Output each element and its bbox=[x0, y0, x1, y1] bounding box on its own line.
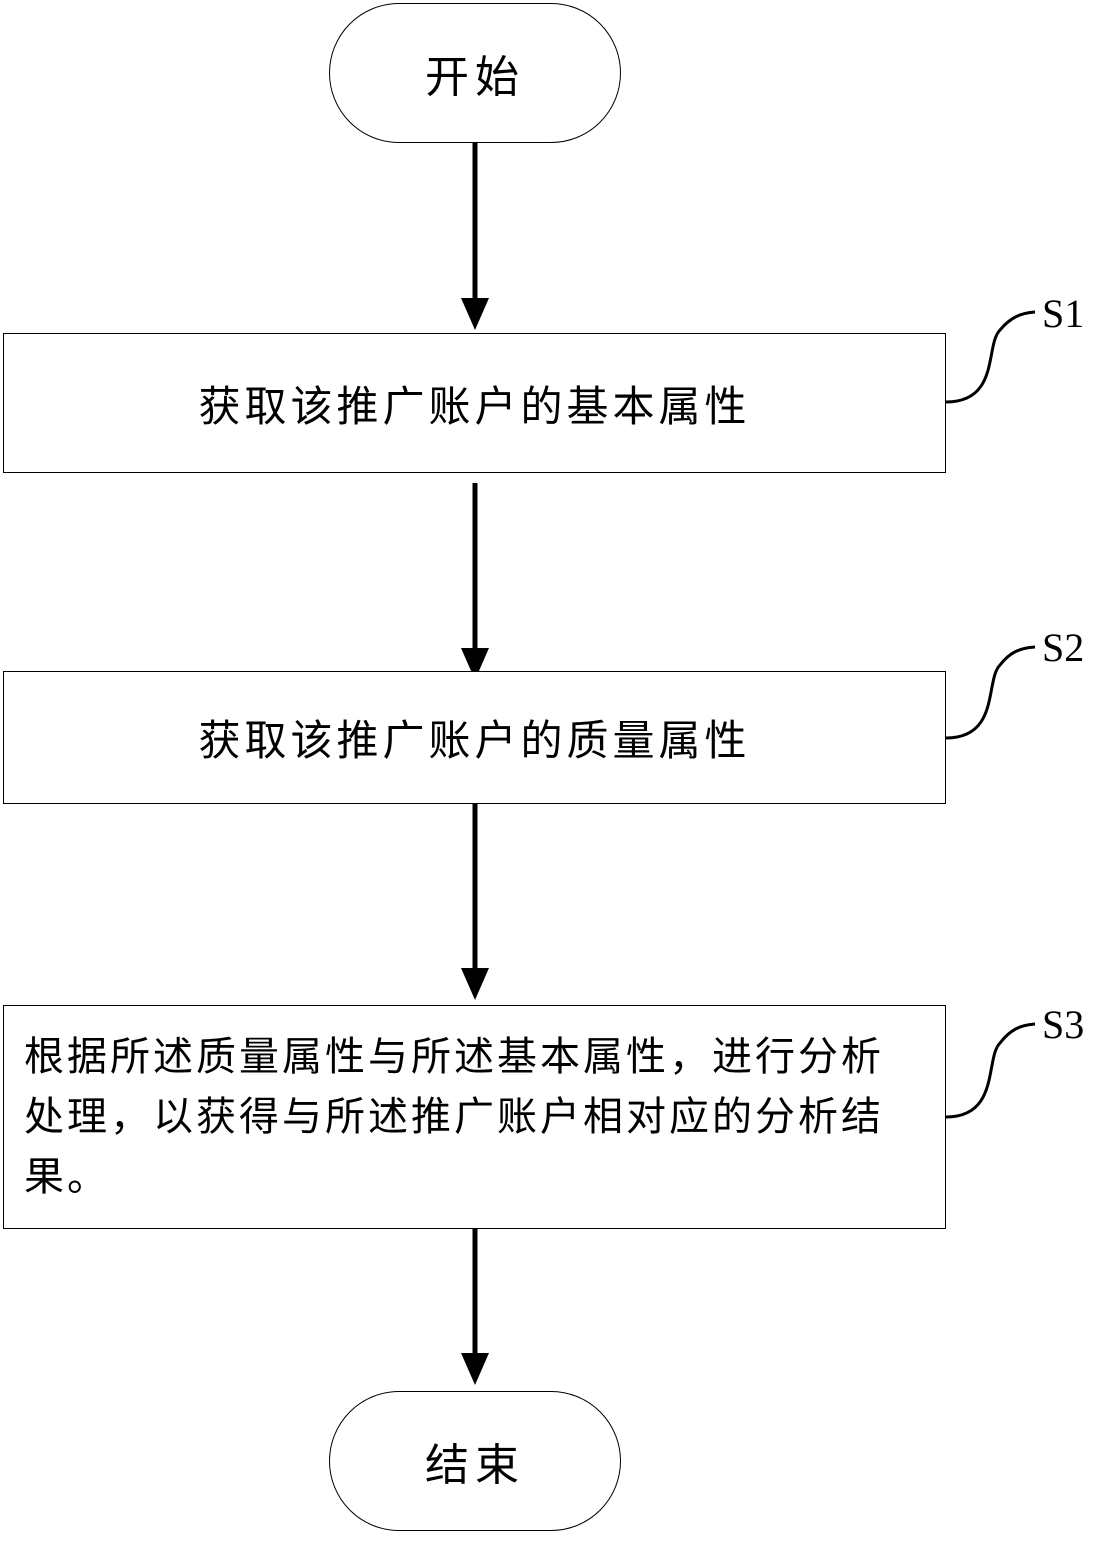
arrow-s3-to-end bbox=[461, 1229, 489, 1385]
leader-s2 bbox=[946, 647, 1035, 738]
step-s3-box: 根据所述质量属性与所述基本属性，进行分析处理，以获得与所述推广账户相对应的分析结… bbox=[3, 1005, 946, 1229]
step-s1-label: S1 bbox=[1042, 294, 1084, 334]
start-node: 开始 bbox=[329, 3, 621, 143]
step-s2-label: S2 bbox=[1042, 628, 1084, 668]
step-s2-text: 获取该推广账户的质量属性 bbox=[198, 707, 750, 768]
end-node: 结束 bbox=[329, 1391, 621, 1531]
end-label: 结束 bbox=[425, 1429, 525, 1493]
leader-s1 bbox=[946, 312, 1035, 402]
arrow-start-to-s1 bbox=[461, 143, 489, 330]
step-s1-text: 获取该推广账户的基本属性 bbox=[198, 373, 750, 434]
arrow-s1-to-s2 bbox=[461, 483, 489, 680]
start-label: 开始 bbox=[425, 41, 525, 105]
step-s2-box: 获取该推广账户的质量属性 bbox=[3, 671, 946, 804]
step-s3-label: S3 bbox=[1042, 1005, 1084, 1045]
arrow-s2-to-s3 bbox=[461, 803, 489, 1000]
step-s3-text: 根据所述质量属性与所述基本属性，进行分析处理，以获得与所述推广账户相对应的分析结… bbox=[24, 1027, 925, 1207]
step-s1-box: 获取该推广账户的基本属性 bbox=[3, 333, 946, 473]
leader-s3 bbox=[946, 1024, 1035, 1117]
